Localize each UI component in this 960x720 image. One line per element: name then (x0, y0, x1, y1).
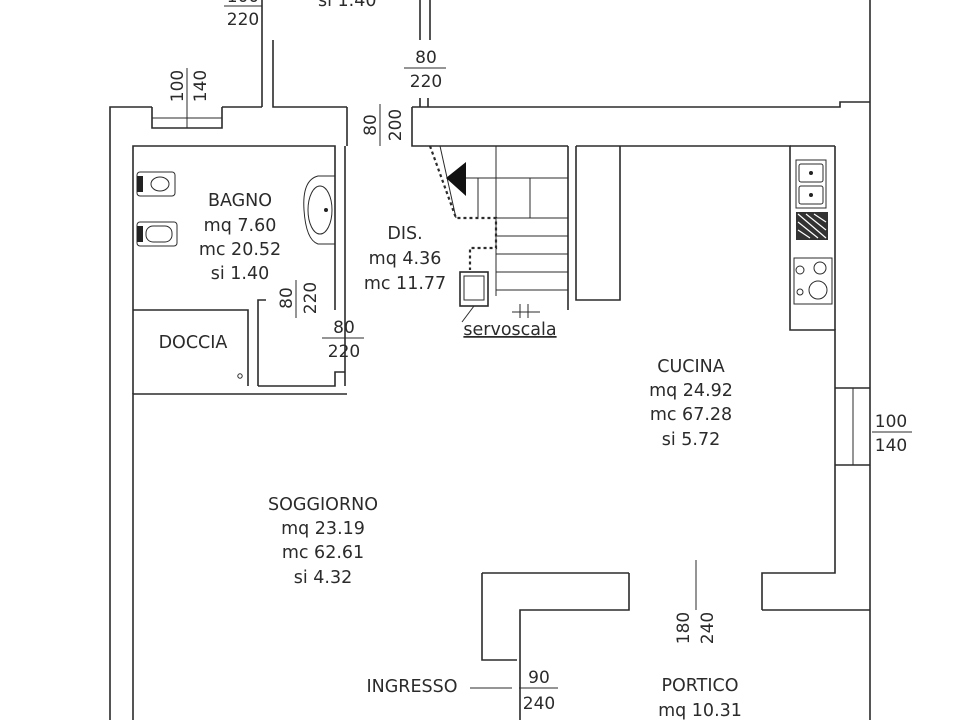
soggiorno-si: si 4.32 (294, 568, 353, 588)
staircase (428, 145, 621, 323)
dis-mc: mc 11.77 (364, 274, 446, 294)
dim-top-door-bottom: 220 (410, 72, 442, 92)
portico-mq: mq 10.31 (658, 701, 742, 720)
dim-portico-opening-top: 180 (674, 612, 694, 644)
dim-top-left-bottom: 220 (227, 10, 259, 30)
dim-bagno-window-top: 100 (168, 70, 188, 102)
doccia-name: DOCCIA (159, 333, 228, 353)
dim-top-left-top: 100 (227, 0, 259, 7)
soggiorno-name: SOGGIORNO (268, 495, 378, 515)
washbasin-icon (303, 175, 335, 245)
soggiorno-mc: mc 62.61 (282, 543, 364, 563)
dim-ingresso-door-bottom: 240 (523, 694, 555, 714)
stair-arrow-icon (446, 162, 466, 196)
dis-mq: mq 4.36 (369, 249, 442, 269)
ingresso-name: INGRESSO (366, 677, 457, 697)
dim-dis-door-top: 80 (333, 318, 355, 338)
dim-bagno-door-bottom: 220 (301, 282, 321, 314)
dim-ingresso-door-top: 90 (528, 668, 550, 688)
cucina-mc: mc 67.28 (650, 405, 732, 425)
bagno-name: BAGNO (208, 191, 272, 211)
hob-icon (793, 257, 833, 305)
dim-top-door-top: 80 (415, 48, 437, 68)
toilet-icon (136, 171, 176, 197)
cucina-name: CUCINA (657, 357, 724, 377)
bagno-si: si 1.40 (211, 264, 270, 284)
dim-cucina-window-bottom: 140 (875, 436, 907, 456)
dim-dis-door-bottom: 220 (328, 342, 360, 362)
drain-icon (237, 373, 243, 379)
dimension-labels: 100 220 80 220 100 140 80 200 80 220 80 … (168, 0, 912, 714)
fixtures (136, 159, 833, 379)
servoscala-label: servoscala (463, 320, 556, 340)
portico-name: PORTICO (661, 676, 738, 696)
kitchen-sink-icon (795, 159, 828, 240)
bidet-icon (136, 221, 178, 247)
dim-bagno-door-top: 80 (277, 287, 297, 309)
cucina-si: si 5.72 (662, 430, 721, 450)
room-labels: si 1.40 BAGNO mq 7.60 mc 20.52 si 1.40 D… (159, 0, 742, 720)
cucina-mq: mq 24.92 (649, 381, 733, 401)
top-partial-si: si 1.40 (318, 0, 377, 11)
walls (109, 0, 871, 720)
dim-dis-door-top-bottom: 200 (386, 109, 406, 141)
bagno-mq: mq 7.60 (204, 216, 277, 236)
dim-dis-door-top-top: 80 (361, 114, 381, 136)
bagno-mc: mc 20.52 (199, 240, 281, 260)
dis-name: DIS. (387, 224, 422, 244)
dim-cucina-window-top: 100 (875, 412, 907, 432)
soggiorno-mq: mq 23.19 (281, 519, 365, 539)
dim-bagno-window-bottom: 140 (191, 70, 211, 102)
dim-portico-opening-bottom: 240 (698, 612, 718, 644)
